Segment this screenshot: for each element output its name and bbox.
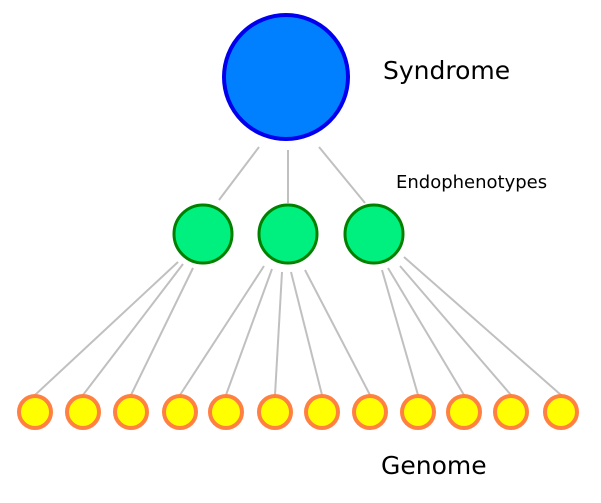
syndrome-label: Syndrome xyxy=(383,56,511,85)
endophenotype-node xyxy=(343,203,405,265)
edge-endo-1-to-gene-1 xyxy=(34,261,179,396)
gene-node xyxy=(446,394,482,430)
edge-endo-2-to-gene-7 xyxy=(290,271,323,396)
edge-endo-1-to-gene-3 xyxy=(130,267,194,396)
gene-node xyxy=(352,394,388,430)
edge-endo-3-to-gene-11 xyxy=(399,265,512,396)
gene-node xyxy=(543,394,579,430)
endophenotypes-label: Endophenotypes xyxy=(396,172,548,193)
syndrome-node xyxy=(222,13,350,141)
edge-endo-1-to-gene-2 xyxy=(82,263,184,396)
gene-node xyxy=(113,394,149,430)
edge-endo-3-to-gene-9 xyxy=(381,269,419,396)
edge-endo-3-to-gene-12 xyxy=(403,256,562,396)
edge-endo-2-to-gene-6 xyxy=(274,271,283,396)
endophenotype-node xyxy=(257,203,319,265)
gene-node xyxy=(162,394,198,430)
edge-endo-2-to-gene-4 xyxy=(179,265,265,396)
gene-node xyxy=(400,394,436,430)
gene-node xyxy=(17,394,53,430)
genome-label: Genome xyxy=(381,451,487,480)
gene-node xyxy=(304,394,340,430)
edge-syndrome-to-endo-1 xyxy=(218,146,260,201)
edge-endo-2-to-gene-5 xyxy=(225,268,273,396)
edges-layer xyxy=(34,146,562,396)
gene-node xyxy=(257,394,293,430)
endophenotype-node xyxy=(172,203,234,265)
gene-node xyxy=(208,394,244,430)
edge-syndrome-to-endo-3 xyxy=(318,146,366,204)
edge-endo-3-to-gene-10 xyxy=(387,267,465,396)
gene-node xyxy=(65,394,101,430)
edge-endo-2-to-gene-8 xyxy=(304,269,371,396)
nodes-layer xyxy=(17,13,579,430)
gene-node xyxy=(493,394,529,430)
